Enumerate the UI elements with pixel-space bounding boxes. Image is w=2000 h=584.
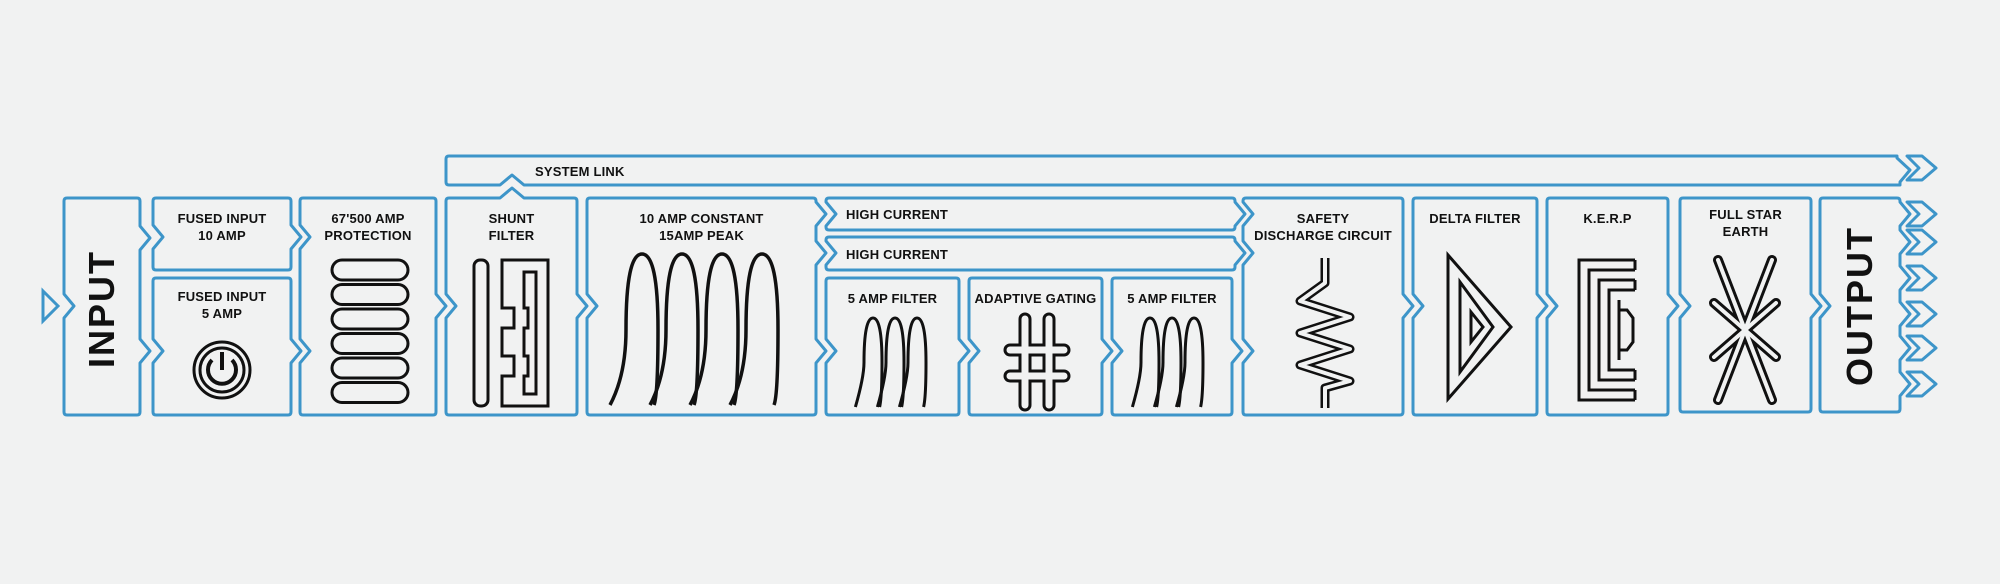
coil-loop bbox=[875, 316, 906, 408]
star-earth-icon bbox=[1709, 255, 1781, 410]
protection-label: 67'500 AMP PROTECTION bbox=[324, 211, 412, 243]
output-chevron-icon bbox=[1905, 334, 1938, 362]
coil-loop bbox=[648, 252, 700, 406]
shunt-filter-icon bbox=[472, 258, 552, 413]
high-current-2-bar bbox=[824, 235, 1247, 272]
kerp-label: K.E.R.P bbox=[1583, 211, 1632, 226]
safety-discharge-block bbox=[1241, 196, 1415, 417]
coil-icon bbox=[608, 250, 787, 415]
filter-5b-label: 5 AMP FILTER bbox=[1127, 291, 1217, 306]
shunt-filter-label: SHUNT FILTER bbox=[488, 211, 535, 243]
capsule-shape bbox=[330, 356, 410, 380]
output-chevron-icon bbox=[1905, 264, 1938, 292]
output-chevron-icon bbox=[1905, 200, 1938, 228]
coil-loop bbox=[1152, 316, 1183, 408]
coil-loop bbox=[853, 316, 884, 408]
amp-constant-label: 10 AMP CONSTANT 15AMP PEAK bbox=[639, 211, 764, 243]
kerp-block bbox=[1545, 196, 1680, 417]
hash-grid-icon bbox=[1002, 312, 1072, 416]
filter-5a-block bbox=[824, 276, 971, 417]
fused-input-10-block bbox=[151, 196, 303, 272]
fused-input-5-block bbox=[151, 276, 303, 417]
capsule-shape bbox=[330, 258, 410, 282]
fused-input-5-label: FUSED INPUT 5 AMP bbox=[177, 289, 267, 321]
capsule-shape bbox=[330, 307, 410, 331]
nested-triangle-icon bbox=[1445, 251, 1515, 407]
output-chevron-icon bbox=[1905, 154, 1938, 182]
full-star-earth-label: FULL STAR EARTH bbox=[1709, 207, 1782, 239]
full-star-earth-block bbox=[1678, 196, 1823, 414]
high-current-1-label: HIGH CURRENT bbox=[846, 207, 949, 222]
adaptive-gating-block bbox=[967, 276, 1114, 417]
shunt-filter-block bbox=[444, 186, 589, 417]
output-label: OUTPUT bbox=[1839, 226, 1880, 386]
filter-5b-block bbox=[1110, 276, 1244, 417]
coil-loop bbox=[897, 316, 928, 408]
input-block bbox=[62, 196, 152, 417]
coil-icon bbox=[853, 315, 935, 415]
delta-filter-label: DELTA FILTER bbox=[1429, 211, 1521, 226]
output-chevron-icon bbox=[1905, 370, 1938, 398]
safety-discharge-label: SAFETY DISCHARGE CIRCUIT bbox=[1254, 211, 1392, 243]
capsule-shape bbox=[330, 283, 410, 306]
nested-bracket-icon bbox=[1575, 258, 1645, 408]
input-label: INPUT bbox=[81, 250, 122, 368]
amp-constant-block bbox=[585, 196, 828, 417]
adaptive-gating-label: ADAPTIVE GATING bbox=[974, 291, 1097, 306]
coil-loop bbox=[1130, 316, 1161, 408]
coil-loop bbox=[608, 252, 660, 406]
high-current-2-label: HIGH CURRENT bbox=[846, 247, 949, 262]
fused-input-10-label: FUSED INPUT 10 AMP bbox=[177, 211, 267, 243]
system-link-label: SYSTEM LINK bbox=[535, 164, 625, 179]
system-link-bar bbox=[444, 154, 1912, 187]
output-chevron-icon bbox=[1905, 228, 1938, 256]
coil-icon bbox=[1130, 315, 1212, 415]
capsule-shape bbox=[330, 332, 410, 355]
coil-loop bbox=[728, 252, 780, 406]
stacked-capsules-icon bbox=[330, 258, 410, 413]
high-current-1-bar bbox=[824, 196, 1247, 232]
zigzag-resistor-icon bbox=[1290, 258, 1360, 413]
protection-block bbox=[298, 196, 448, 417]
coil-loop bbox=[688, 252, 740, 406]
input-arrow-icon bbox=[41, 287, 61, 325]
output-block bbox=[1818, 196, 1912, 414]
output-chevron-icon bbox=[1905, 300, 1938, 328]
capsule-shape bbox=[330, 381, 410, 404]
coil-loop bbox=[1174, 316, 1205, 408]
power-icon bbox=[192, 340, 252, 405]
filter-5a-label: 5 AMP FILTER bbox=[847, 291, 938, 306]
delta-filter-block bbox=[1411, 196, 1549, 417]
